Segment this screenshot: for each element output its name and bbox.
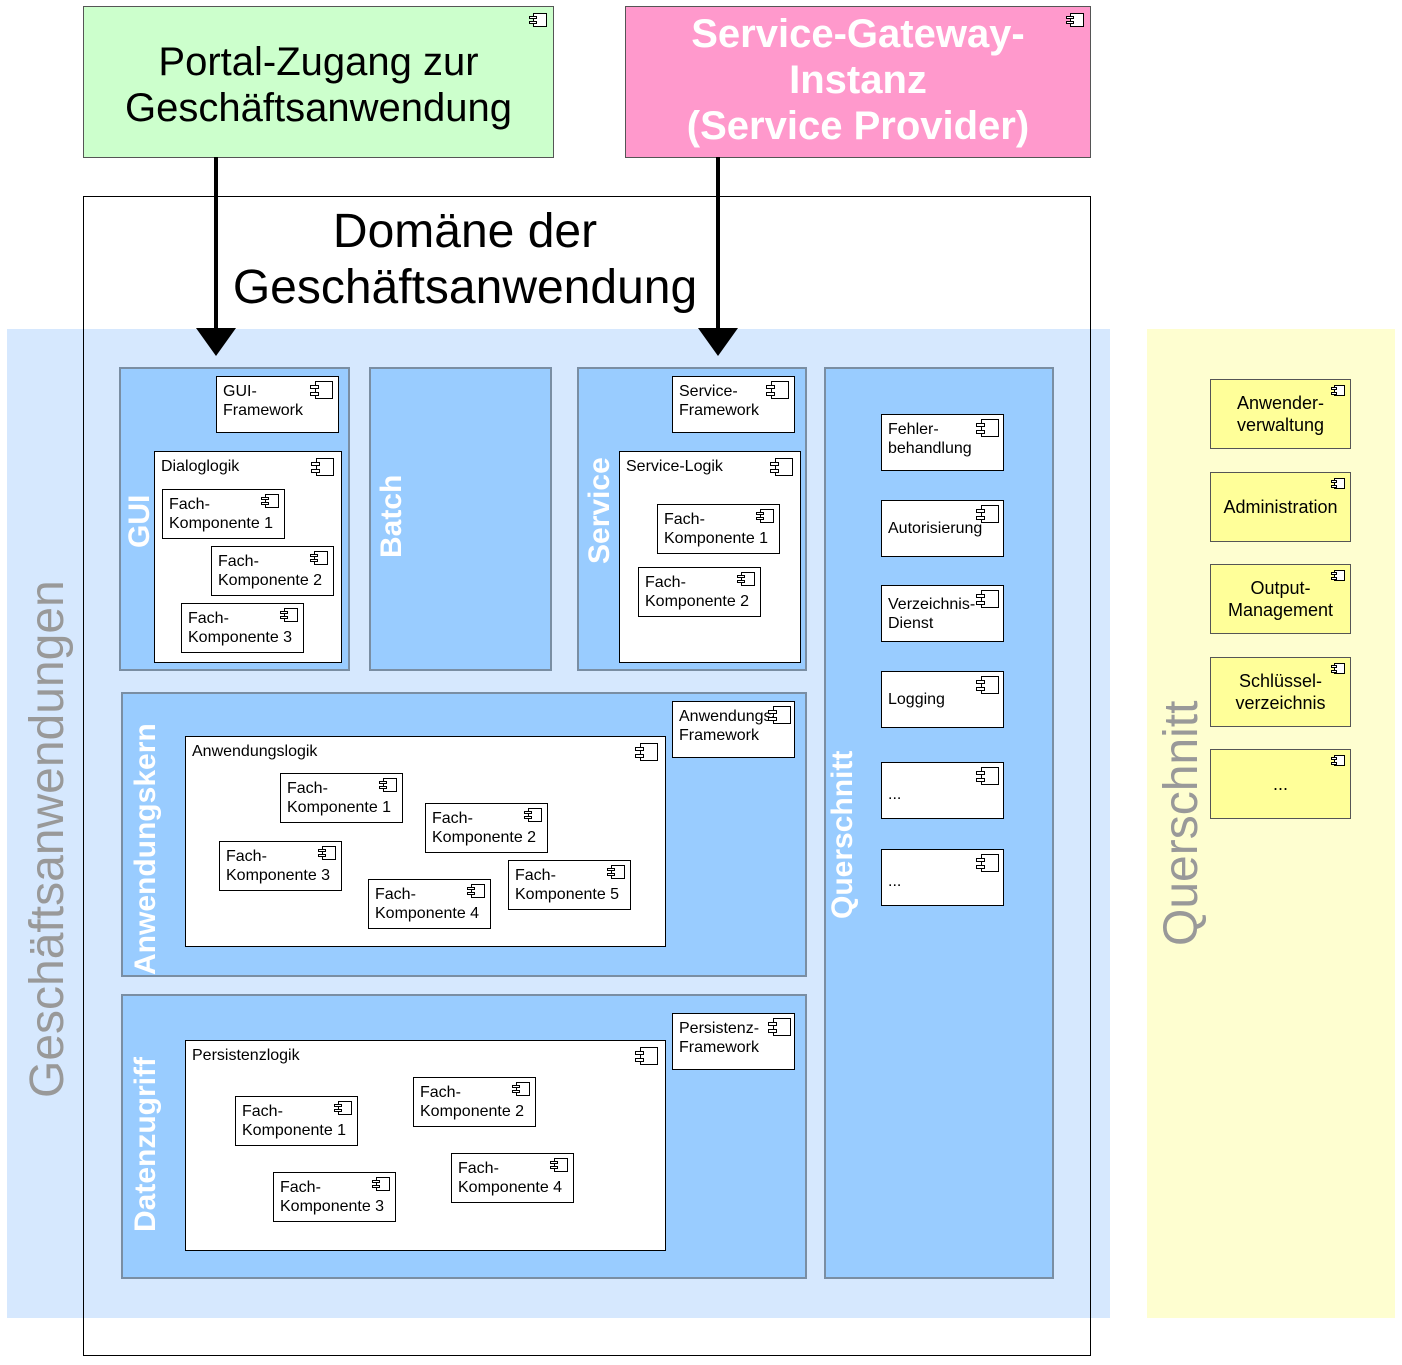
persistenz-fach-komponente-2: Fach- Komponente 2 [413, 1077, 536, 1127]
component-icon [766, 381, 789, 399]
service-framework: Service- Framework [672, 376, 795, 433]
component-icon [280, 608, 298, 622]
service-logik: Service-Logik [619, 451, 801, 663]
outer-output-management: Output- Management [1210, 564, 1351, 634]
querschnitt-more-2: ... [881, 849, 1004, 906]
component-icon [1331, 755, 1345, 766]
band-label-geschaeftsanwendungen: Geschäftsanwendungen [21, 580, 74, 1098]
domain-frame [83, 196, 1091, 1356]
panel-batch [369, 367, 552, 671]
domain-title: Domäne der Geschäftsanwendung [232, 205, 698, 314]
persistenz-framework: Persistenz- Framework [672, 1013, 795, 1070]
querschnitt-more-1: ... [881, 762, 1004, 819]
gui-fach-komponente-3: Fach- Komponente 3 [181, 603, 304, 653]
portal-box: Portal-Zugang zur Geschäftsanwendung [83, 6, 554, 158]
component-icon [379, 778, 397, 792]
component-icon [607, 865, 625, 879]
persistenz-fach-komponente-4: Fach- Komponente 4 [451, 1153, 574, 1203]
component-icon [635, 743, 658, 761]
anwendung-fach-komponente-2: Fach- Komponente 2 [425, 803, 548, 853]
component-icon [310, 381, 333, 399]
component-icon [1331, 385, 1345, 396]
anwendung-fach-komponente-3: Fach- Komponente 3 [219, 841, 342, 891]
outer-administration: Administration [1210, 472, 1351, 542]
component-icon [976, 590, 999, 608]
component-icon [976, 419, 999, 437]
component-icon [1331, 570, 1345, 581]
component-icon [310, 551, 328, 565]
anwendung-fach-komponente-1: Fach- Komponente 1 [280, 773, 403, 823]
panel-label-gui: GUI [123, 494, 156, 548]
component-icon [1331, 478, 1345, 489]
component-icon [512, 1082, 530, 1096]
outer-schluesselverzeichnis: Schlüssel- verzeichnis [1210, 657, 1351, 727]
persistenz-fach-komponente-3: Fach- Komponente 3 [273, 1172, 396, 1222]
component-icon [1066, 13, 1084, 27]
component-icon [467, 884, 485, 898]
querschnitt-fehlerbehandlung: Fehler- behandlung [881, 414, 1004, 471]
band-label-querschnitt: Querschnitt [1155, 700, 1208, 946]
component-icon [311, 458, 334, 476]
anwendungs-framework: Anwendungs- Framework [672, 701, 795, 758]
component-icon [976, 767, 999, 785]
component-icon [550, 1158, 568, 1172]
panel-label-anwendungskern: Anwendungskern [129, 723, 162, 975]
service-fach-komponente-2: Fach- Komponente 2 [638, 567, 761, 617]
panel-label-datenzugriff: Datenzugriff [129, 1057, 162, 1232]
component-icon [635, 1047, 658, 1065]
component-icon [976, 505, 999, 523]
component-icon [318, 846, 336, 860]
panel-label-batch: Batch [375, 474, 408, 558]
component-icon [770, 458, 793, 476]
persistenz-fach-komponente-1: Fach- Komponente 1 [235, 1096, 358, 1146]
gateway-box: Service-Gateway- Instanz (Service Provid… [625, 6, 1091, 158]
querschnitt-verzeichnis-dienst: Verzeichnis- Dienst [881, 585, 1004, 642]
component-icon [261, 494, 279, 508]
component-icon [737, 572, 755, 586]
outer-more: ... [1210, 749, 1351, 819]
component-icon [976, 676, 999, 694]
portal-title: Portal-Zugang zur Geschäftsanwendung [125, 40, 512, 130]
anwendung-fach-komponente-4: Fach- Komponente 4 [368, 879, 491, 929]
component-icon [756, 509, 774, 523]
anwendung-fach-komponente-5: Fach- Komponente 5 [508, 860, 631, 910]
service-fach-komponente-1: Fach- Komponente 1 [657, 504, 780, 554]
panel-label-querschnitt: Querschnitt [826, 750, 859, 919]
gui-fach-komponente-1: Fach- Komponente 1 [162, 489, 285, 539]
component-icon [768, 706, 791, 724]
gateway-title: Service-Gateway- Instanz (Service Provid… [686, 12, 1030, 148]
component-icon [1331, 663, 1345, 674]
component-icon [334, 1101, 352, 1115]
querschnitt-autorisierung: Autorisierung [881, 500, 1004, 557]
component-icon [524, 808, 542, 822]
component-icon [976, 854, 999, 872]
gui-fach-komponente-2: Fach- Komponente 2 [211, 546, 334, 596]
outer-anwenderverwaltung: Anwender- verwaltung [1210, 379, 1351, 449]
component-icon [529, 13, 547, 27]
panel-label-service: Service [583, 457, 616, 564]
component-icon [372, 1177, 390, 1191]
component-icon [768, 1018, 791, 1036]
querschnitt-logging: Logging [881, 671, 1004, 728]
gui-framework: GUI- Framework [216, 376, 339, 433]
